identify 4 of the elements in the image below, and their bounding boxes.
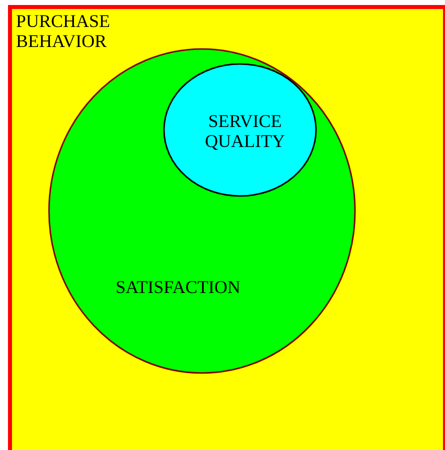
ellipse-label: SERVICE QUALITY [204,111,286,151]
region-box [8,5,445,450]
ellipse-label: SATISFACTION [114,277,242,297]
region-label: PURCHASE BEHAVIOR [16,11,112,51]
